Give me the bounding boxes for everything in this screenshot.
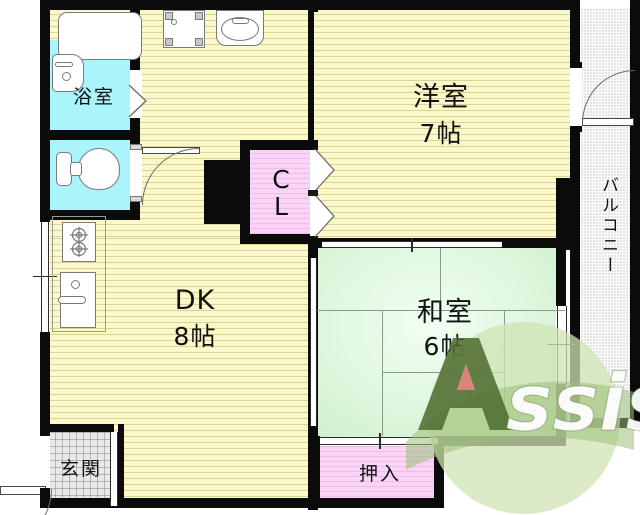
genkan-inner-door[interactable] <box>110 432 118 506</box>
oshiire-floor <box>320 446 440 508</box>
kitchen-sink-faucet <box>58 296 86 304</box>
wall-genkan-right <box>118 424 124 508</box>
wall-balcony-outer <box>630 0 640 428</box>
wall-right-top <box>570 0 580 66</box>
bath-door-fold-outline <box>128 84 147 118</box>
dk-label-name: DK <box>174 285 216 316</box>
oshiire-fusuma-mullion <box>379 433 381 449</box>
gas-stove-burners <box>70 227 88 257</box>
washitsu-fusuma-north-mullion <box>411 238 413 252</box>
bathtub <box>58 12 142 60</box>
balcony-label: バルコニー <box>598 176 618 276</box>
wall-washitsu-bottom <box>434 436 566 446</box>
washitsu-fusuma-dk-side[interactable] <box>310 258 317 426</box>
wall-exterior-left-upper <box>40 0 50 240</box>
washer-foot-tr <box>195 12 203 20</box>
balcony-door-opening <box>570 66 582 128</box>
washitsu-window-mullion <box>548 344 576 346</box>
washer-foot-tl <box>165 12 173 20</box>
wall-dk-western-top <box>308 0 318 12</box>
tatami-line-v1 <box>440 248 442 310</box>
wall-cl-bottom <box>240 234 318 244</box>
wall-balcony-bottom <box>580 418 640 428</box>
dk-label-size: 8帖 <box>173 322 217 351</box>
tatami-line-h1 <box>317 310 565 312</box>
tatami-line-v3 <box>504 310 506 436</box>
bath-sink-faucet <box>55 62 73 67</box>
wall-balcony-inner <box>570 238 580 426</box>
wall-dk-western-upper <box>308 8 314 146</box>
kitchen-window-mullion <box>33 276 57 278</box>
genkan-floor <box>48 432 110 506</box>
kitchen-sink-drain <box>71 280 80 289</box>
western-label-name: 洋室 <box>413 82 469 113</box>
wall-cl-top <box>240 140 318 150</box>
cl-closet-floor <box>248 148 314 242</box>
wall-washitsu-right-upper <box>556 248 566 308</box>
toilet-door-leaf[interactable] <box>142 147 200 154</box>
washer-foot-br <box>195 38 203 46</box>
japanese-label-name: 和室 <box>417 297 473 328</box>
western-label-size: 7帖 <box>419 119 463 148</box>
cl-door-opening-lower <box>310 196 318 236</box>
wall-toilet-right-lower <box>130 200 140 220</box>
bath-sink-drain <box>62 72 71 81</box>
toilet-door-jamb-top <box>130 144 142 150</box>
bath-door-fold-leaf[interactable] <box>130 86 146 114</box>
bathroom-label: 浴室 <box>72 86 115 108</box>
toilet-door-opening <box>130 146 142 202</box>
wall-cl-pillar <box>204 160 248 224</box>
genkan-label: 玄関 <box>59 458 102 480</box>
cl-door-center-mullion <box>308 190 318 196</box>
cl-fold-leaf-upper[interactable] <box>314 148 336 192</box>
western-floor <box>310 8 570 238</box>
wall-oshiire-bottom <box>320 498 444 508</box>
entrance-door-jamb-top <box>40 428 50 436</box>
cl-label-line1: C <box>272 165 290 194</box>
toilet-bowl <box>78 148 120 190</box>
entrance-door-opening <box>40 432 50 494</box>
balcony-door-jamb-bottom <box>570 126 582 132</box>
balcony-door-jamb-top <box>570 62 582 68</box>
genkan-step-top <box>48 424 114 432</box>
vanity-sink-faucet <box>232 18 249 24</box>
washer-drain <box>171 19 177 25</box>
kitchen-counter <box>52 216 106 332</box>
wall-exterior-bottom-left <box>40 498 320 508</box>
toilet-door-jamb-bottom <box>130 196 142 202</box>
entrance-door-jamb-bottom <box>40 488 50 496</box>
washer-foot-bl <box>165 38 173 46</box>
cl-door-opening-upper <box>310 150 318 190</box>
tatami-line-h2 <box>382 372 504 374</box>
cl-fold-leaf-lower[interactable] <box>314 194 336 238</box>
wall-bath-right-lower <box>130 118 140 140</box>
toilet-connector <box>70 162 82 176</box>
cl-label-line2: L <box>274 192 288 221</box>
tatami-line-v2 <box>382 310 384 436</box>
wall-exterior-left-lower <box>40 330 50 508</box>
japanese-label-size: 6帖 <box>423 332 467 361</box>
wall-bath-toilet-divider <box>40 130 140 140</box>
oshiire-label: 押入 <box>358 463 401 485</box>
wall-toilet-bottom <box>40 210 140 220</box>
